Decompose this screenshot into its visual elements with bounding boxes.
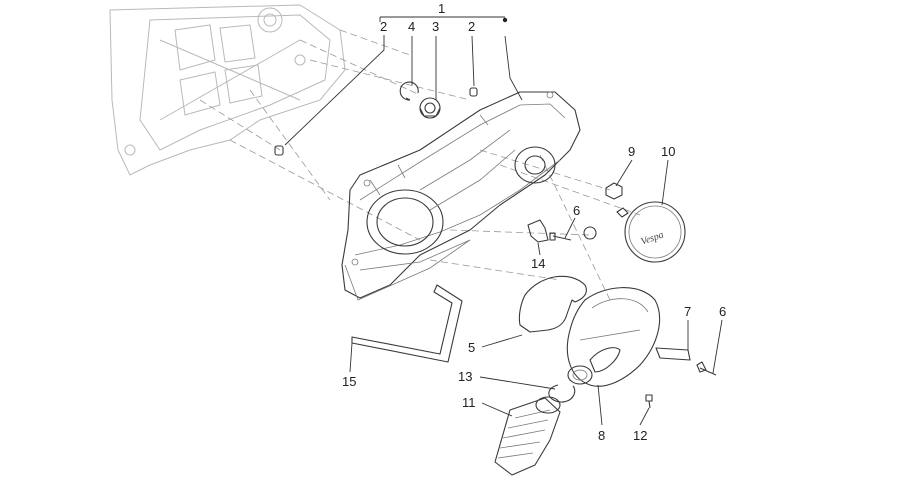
screw-part-6a	[549, 232, 572, 241]
vespa-badge-part-10: Vespa	[624, 201, 686, 263]
engine-crankcase-ghost	[109, 4, 346, 176]
callout-2b: 2	[468, 19, 475, 34]
clamp-part-13	[548, 384, 576, 403]
callout-5: 5	[468, 340, 475, 355]
pin-part-7	[655, 347, 691, 361]
callout-6b: 6	[719, 304, 726, 319]
callout-labels: 1 2 4 3 2 9 10 6 14 5 7 6 15 13 11 8 12	[342, 1, 726, 443]
intake-hose-part-11	[494, 396, 561, 476]
bracket-part-14	[527, 219, 549, 243]
callout-1: 1	[438, 1, 445, 16]
callout-11: 11	[462, 395, 476, 410]
filter-housing-part-8	[566, 287, 661, 387]
callout-15: 15	[342, 374, 356, 389]
assembly-lines	[199, 29, 641, 301]
callout-10: 10	[661, 144, 675, 159]
callout-4: 4	[408, 19, 415, 34]
callout-6a: 6	[573, 203, 580, 218]
leader-lines	[284, 35, 723, 426]
grommet	[583, 226, 597, 240]
callout-3: 3	[432, 19, 439, 34]
bearing-part-3	[419, 97, 441, 119]
spacer-clip	[616, 207, 629, 218]
dowel-pin-part-2b	[469, 87, 478, 97]
callout-7: 7	[684, 304, 691, 319]
nut-part-9	[605, 182, 623, 200]
screw-part-12	[645, 394, 653, 409]
group-bracket	[379, 16, 508, 23]
hex-key-part-15	[351, 284, 463, 363]
callout-9: 9	[628, 144, 635, 159]
dowel-pin-part-2a	[274, 145, 284, 156]
callout-2a: 2	[380, 19, 387, 34]
screw-part-6b	[696, 361, 717, 376]
gasket-part-5	[518, 275, 587, 333]
circlip-part-4	[399, 81, 419, 101]
transmission-cover	[341, 91, 581, 301]
callout-14: 14	[531, 256, 545, 271]
callout-8: 8	[598, 428, 605, 443]
callout-12: 12	[633, 428, 647, 443]
badge-logo-text: Vespa	[640, 229, 666, 247]
callout-13: 13	[458, 369, 472, 384]
